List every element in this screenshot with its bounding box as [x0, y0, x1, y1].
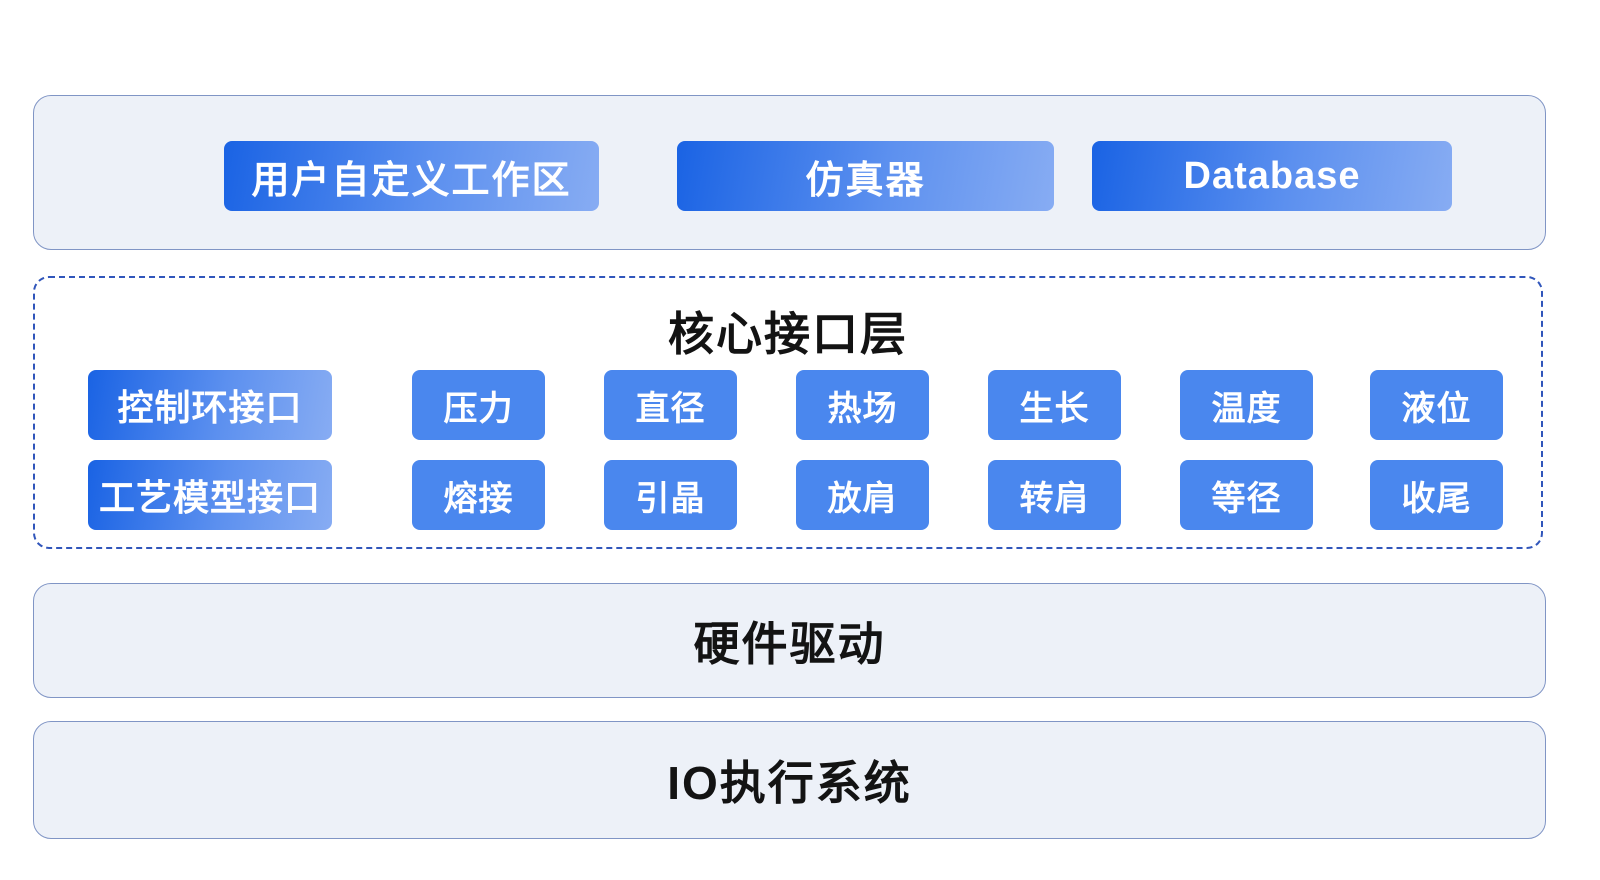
control-loop-interface-block: 控制环接口 [88, 370, 332, 440]
process-model-interface-block: 工艺模型接口 [88, 460, 332, 530]
temperature-block: 温度 [1180, 370, 1313, 440]
database-block: Database [1092, 141, 1452, 211]
shoulder-turning-block: 转肩 [988, 460, 1121, 530]
diameter-block: 直径 [604, 370, 737, 440]
io-execution-label: IO执行系统 [667, 757, 912, 809]
user-workspace-block: 用户自定义工作区 [224, 141, 599, 211]
core-interface-layer-title: 核心接口层 [668, 308, 908, 360]
ending-block: 收尾 [1370, 460, 1503, 530]
hardware-driver-layer-box: 硬件驱动 [33, 583, 1546, 698]
simulator-block: 仿真器 [677, 141, 1054, 211]
thermal-field-block: 热场 [796, 370, 929, 440]
pressure-block: 压力 [412, 370, 545, 440]
growth-block: 生长 [988, 370, 1121, 440]
core-interface-layer-box: 核心接口层 控制环接口 压力 直径 热场 生长 温度 液位 工艺模型接口 熔接 … [33, 276, 1543, 549]
shouldering-block: 放肩 [796, 460, 929, 530]
constant-diameter-block: 等径 [1180, 460, 1313, 530]
hardware-driver-label: 硬件驱动 [693, 617, 886, 670]
io-execution-layer-box: IO执行系统 [33, 721, 1546, 839]
seeding-block: 引晶 [604, 460, 737, 530]
melting-block: 熔接 [412, 460, 545, 530]
liquid-level-block: 液位 [1370, 370, 1503, 440]
application-layer-box: 用户自定义工作区 仿真器 Database [33, 95, 1546, 250]
